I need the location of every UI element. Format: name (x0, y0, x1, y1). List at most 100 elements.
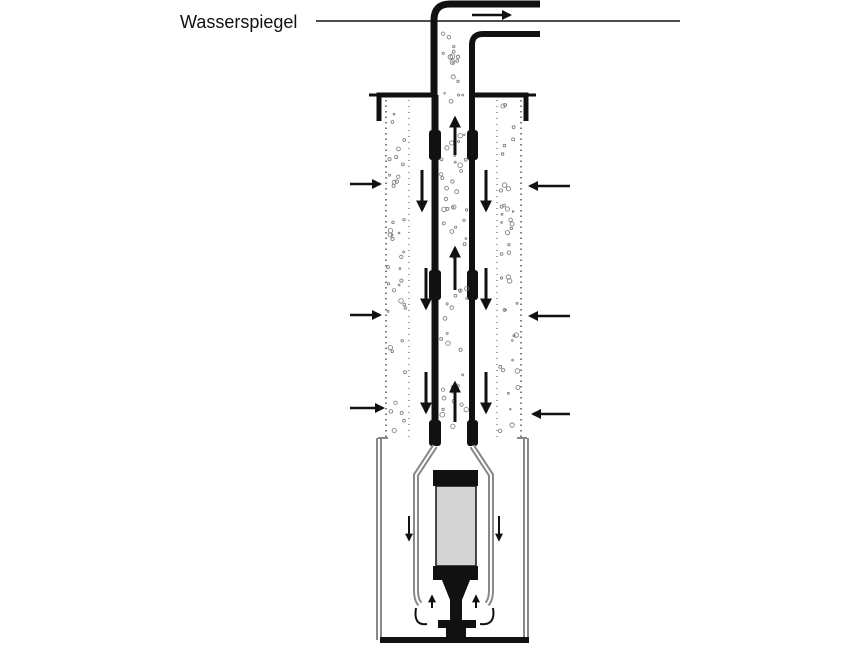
intake-curve-icon (414, 607, 428, 626)
bubble-icon (449, 305, 454, 310)
bubble-icon (508, 217, 513, 223)
bubble-icon (445, 331, 449, 335)
bubble-icon (391, 288, 397, 293)
bubble-icon (456, 139, 460, 143)
bubble-icon (402, 302, 407, 307)
bubble-icon (515, 301, 519, 305)
bubble-icon (464, 237, 468, 240)
bubble-icon (511, 125, 516, 129)
bubble-icon (449, 53, 456, 60)
discharge-elbow (430, 0, 540, 95)
bubble-icon (509, 221, 515, 227)
bubble-icon (511, 358, 514, 362)
bubble-icon (443, 92, 446, 95)
bubble-icon (444, 145, 450, 151)
bubble-icon (396, 146, 401, 152)
bubble-icon (506, 250, 511, 255)
bubble-icon (441, 51, 445, 55)
bubble-icon (454, 189, 460, 195)
bubble-icon (441, 395, 447, 401)
bubble-icon (401, 162, 405, 167)
bubble-icon (504, 230, 510, 236)
bubble-icon (399, 410, 404, 415)
bubble-icon (498, 188, 503, 193)
bubble-icon (450, 179, 455, 184)
bubble-icon (387, 157, 392, 162)
bubble-icon (388, 409, 394, 414)
bubble-icon (462, 218, 466, 222)
bubble-icon (444, 186, 449, 191)
bubble-icon (403, 370, 407, 375)
water-level-label: Wasserspiegel (180, 12, 297, 32)
bubble-icon (439, 336, 444, 341)
bubble-icon (450, 423, 456, 429)
bubble-icon (439, 172, 444, 177)
outer-casing (376, 437, 529, 643)
intake-curve-icon (479, 607, 495, 626)
bubble-icon (441, 221, 446, 226)
bubble-icon (500, 221, 503, 224)
bubble-icon (502, 203, 506, 208)
bubble-icon (501, 182, 508, 188)
pump-body (433, 470, 478, 638)
bubble-icon (445, 302, 449, 306)
bubble-icon (449, 140, 455, 146)
bubble-icon (441, 206, 447, 213)
bubble-icon (454, 225, 458, 229)
bubble-icon (509, 408, 512, 411)
bubble-icon (463, 133, 466, 137)
bubble-icon (443, 196, 448, 202)
bubble-icon (402, 138, 407, 142)
bubble-icon (456, 79, 460, 84)
bubble-icon (459, 169, 463, 173)
bubble-icon (403, 306, 407, 310)
bubble-icon (391, 183, 396, 188)
bubble-icon (500, 152, 505, 156)
bubble-icon (391, 220, 395, 225)
bubble-icon (499, 252, 504, 256)
bubble-icon (388, 173, 392, 177)
bubble-icon (399, 254, 404, 259)
bubble-icon (453, 154, 456, 157)
bubble-icon (442, 316, 448, 321)
bubble-icon (461, 93, 464, 97)
bubble-icon (507, 243, 511, 247)
bubble-icon (503, 103, 508, 107)
bubble-icon (400, 339, 404, 343)
bubble-icon (459, 402, 464, 407)
bubble-icon (452, 44, 456, 49)
bubble-icon (463, 406, 469, 413)
down-flow-arrows (416, 170, 492, 415)
bubble-icon (446, 35, 452, 40)
bubble-icon (440, 31, 446, 36)
bubble-icon (441, 407, 445, 411)
bubble-icon (397, 231, 401, 235)
bubble-icon (464, 286, 470, 292)
bubble-icon (457, 93, 461, 97)
bubble-icon (463, 157, 468, 162)
bubble-icon (440, 387, 446, 392)
bubble-icon (462, 242, 467, 247)
bubble-icon (455, 58, 460, 63)
bubble-icon (402, 418, 406, 423)
bubble-icon (456, 384, 460, 388)
bubble-icon (399, 278, 404, 283)
bubble-icon (439, 411, 446, 418)
bubble-icon (440, 176, 445, 181)
bubble-icon (451, 49, 456, 54)
bubble-icon (402, 218, 406, 222)
bubble-icon (500, 367, 506, 373)
bubble-icon (497, 428, 503, 433)
bubble-icon (511, 137, 515, 142)
bubble-icon (445, 206, 450, 211)
bubble-icon (509, 422, 515, 428)
inflow-arrows (350, 179, 570, 419)
bubble-icon (448, 99, 454, 104)
bubble-icon (505, 274, 511, 280)
bubble-icon (449, 229, 455, 234)
bubble-icon (502, 307, 507, 312)
bubble-icon (449, 59, 456, 65)
bubble-icon (457, 288, 462, 292)
bubble-icon (509, 226, 513, 231)
